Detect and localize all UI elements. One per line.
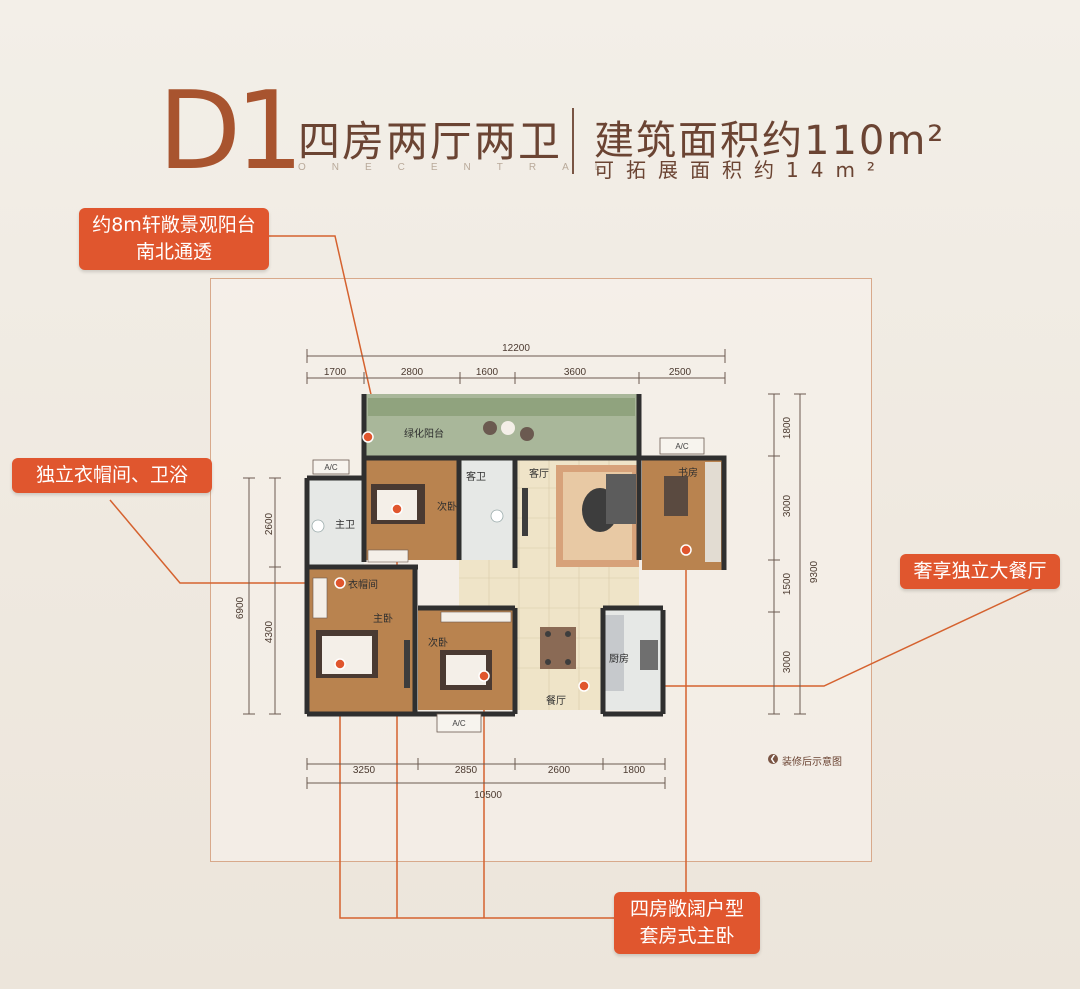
dim-left-1: 2600 bbox=[264, 512, 275, 535]
room-guest-bath: 客卫 bbox=[466, 470, 486, 483]
callout-closet: 独立衣帽间、卫浴 bbox=[12, 458, 212, 493]
dim-bottom-total: 10500 bbox=[474, 790, 502, 801]
callout-dining-text: 奢享独立大餐厅 bbox=[913, 560, 1047, 582]
callout-rooms-line1: 四房敞阔户型 bbox=[629, 898, 744, 920]
leader-closet bbox=[109, 499, 340, 584]
room-dining: 餐厅 bbox=[546, 694, 566, 707]
callout-rooms: 四房敞阔户型 套房式主卧 bbox=[614, 892, 760, 954]
dim-top-4: 3600 bbox=[564, 367, 587, 378]
callout-balcony: 约8m轩敞景观阳台 南北通透 bbox=[79, 208, 269, 270]
marker-study bbox=[680, 544, 692, 556]
room-closet: 衣帽间 bbox=[348, 578, 378, 591]
leader-study bbox=[685, 550, 736, 919]
dim-bottom-1: 3250 bbox=[353, 765, 376, 776]
ac-label-1: A/C bbox=[324, 463, 338, 472]
header-divider bbox=[572, 108, 574, 174]
room-second-bed-top: 次卧 bbox=[437, 500, 457, 513]
walls bbox=[304, 394, 727, 717]
dimension-lines bbox=[243, 349, 806, 789]
render-note: 装修后示意图 bbox=[782, 757, 842, 768]
ac-label-2: A/C bbox=[675, 442, 689, 451]
room-second-bed-bottom: 次卧 bbox=[428, 636, 448, 649]
marker-closet bbox=[334, 577, 346, 589]
dim-right-3: 1500 bbox=[782, 572, 793, 595]
callout-closet-text: 独立衣帽间、卫浴 bbox=[35, 464, 188, 486]
dim-top-total: 12200 bbox=[502, 343, 530, 354]
marker-dining bbox=[578, 680, 590, 692]
building-area: 建筑面积约110m² bbox=[594, 118, 946, 164]
dim-right-1: 1800 bbox=[782, 416, 793, 439]
unit-code: D1 bbox=[158, 69, 304, 194]
dim-bottom-2: 2850 bbox=[455, 765, 478, 776]
ac-box-3 bbox=[436, 713, 482, 733]
guest-bath-floor bbox=[461, 460, 513, 560]
room-study: 书房 bbox=[678, 466, 698, 479]
room-kitchen: 厨房 bbox=[609, 652, 629, 665]
dim-left-outer: 6900 bbox=[235, 596, 246, 619]
brand-subtitle: ONECENTRAL bbox=[298, 162, 627, 173]
marker-master bbox=[334, 658, 346, 670]
ac-label-3: A/C bbox=[452, 719, 466, 728]
room-living: 客厅 bbox=[529, 467, 549, 480]
dim-top-5: 2500 bbox=[669, 367, 692, 378]
arrow-icon: ❮ bbox=[768, 754, 778, 764]
callout-balcony-line1: 约8m轩敞景观阳台 bbox=[92, 214, 256, 236]
floors bbox=[309, 394, 722, 712]
leader-master bbox=[339, 676, 614, 919]
dim-top-2: 2800 bbox=[401, 367, 424, 378]
dim-bottom-4: 1800 bbox=[623, 765, 646, 776]
callout-balcony-line2: 南北通透 bbox=[135, 241, 212, 263]
callout-dining: 奢享独立大餐厅 bbox=[900, 554, 1060, 589]
marker-balcony bbox=[362, 431, 374, 443]
furniture bbox=[311, 421, 721, 691]
dim-top-3: 1600 bbox=[476, 367, 499, 378]
marker-second-top bbox=[391, 503, 403, 515]
ac-box-2 bbox=[659, 437, 705, 455]
dim-bottom-3: 2600 bbox=[548, 765, 571, 776]
room-balcony: 绿化阳台 bbox=[404, 427, 444, 440]
dim-right-4: 3000 bbox=[782, 650, 793, 673]
ac-box-1 bbox=[312, 459, 350, 475]
callout-rooms-line2: 套房式主卧 bbox=[639, 925, 735, 947]
dim-top-1: 1700 bbox=[324, 367, 347, 378]
dim-right-2: 3000 bbox=[782, 494, 793, 517]
dim-left-2: 4300 bbox=[264, 620, 275, 643]
layout-title: 四房两厅两卫 bbox=[298, 117, 563, 166]
room-master-bed: 主卧 bbox=[373, 612, 393, 625]
marker-second-bottom bbox=[478, 670, 490, 682]
dim-right-outer: 9300 bbox=[809, 560, 820, 583]
room-master-bath: 主卫 bbox=[335, 519, 355, 531]
extend-area: 可拓展面积约14m² bbox=[594, 158, 887, 182]
